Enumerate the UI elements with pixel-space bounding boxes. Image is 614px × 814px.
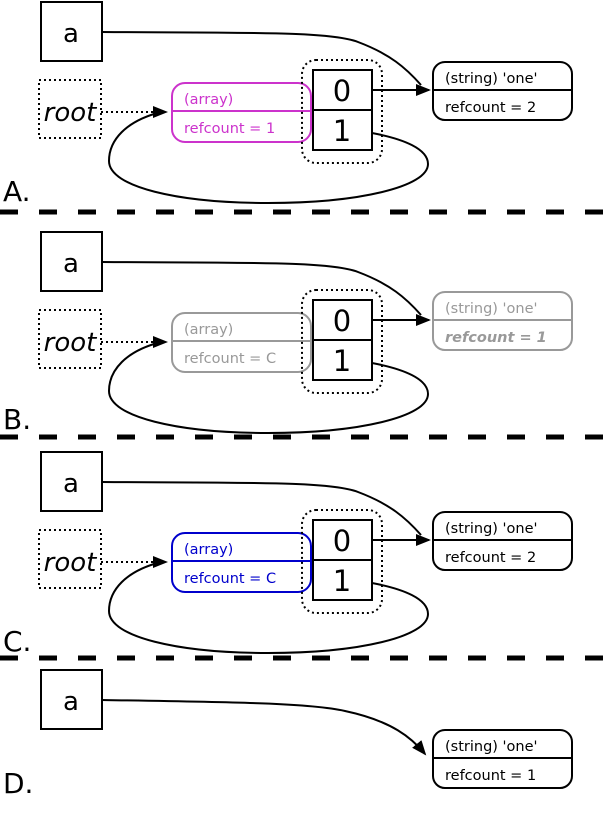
panel-c: a root (array) refcount = C 0 1 (string)… [3,451,573,658]
root-box [38,79,102,139]
slot-1-label: 1 [333,564,351,598]
panel-d: a (string) 'one' refcount = 1 D. [3,669,573,800]
slot-0-label: 0 [333,524,351,558]
array-title: (array) [184,92,233,108]
panel-a: a root (array) refcount = 1 0 1 (string)… [3,1,573,208]
array-box [171,312,312,373]
root-label: root [44,328,98,358]
variable-box [40,1,103,62]
string-refcount: refcount = 1 [445,768,536,784]
variable-box [40,231,103,292]
panel-label: D. [3,767,33,800]
slot-1-label: 1 [333,114,351,148]
variable-label: a [63,19,79,49]
root-box [38,529,102,589]
string-title: (string) 'one' [445,71,538,87]
array-title: (array) [184,322,233,338]
string-title: (string) 'one' [445,739,538,755]
slot-0-label: 0 [333,304,351,338]
panel-label: A. [3,175,31,208]
string-refcount: refcount = 1 [445,330,547,346]
array-refcount: refcount = 1 [184,121,275,137]
cycle-arrow [107,561,430,655]
array-box [171,82,312,143]
var-to-string-arrow [101,481,422,536]
array-box [171,532,312,593]
slot-0-label: 0 [333,74,351,108]
variable-box [40,669,103,730]
array-slots-outline [301,509,383,614]
variable-box [40,451,103,512]
string-refcount: refcount = 2 [445,100,536,116]
panel-b: a root (array) refcount = C 0 1 (string)… [3,231,573,436]
array-slots-outline [301,59,383,164]
panel-label: B. [3,403,31,436]
string-title: (string) 'one' [445,301,538,317]
array-refcount: refcount = C [184,571,276,587]
array-refcount: refcount = C [184,351,276,367]
array-title: (array) [184,542,233,558]
var-to-string-arrow [101,31,422,86]
root-label: root [44,548,98,578]
array-slots-outline [301,289,383,394]
var-to-string-arrow [101,261,422,316]
string-title: (string) 'one' [445,521,538,537]
root-label: root [44,98,98,128]
var-to-string-arrow [101,699,427,756]
panel-label: C. [3,625,31,658]
variable-label: a [63,249,79,279]
variable-label: a [63,469,79,499]
root-box [38,309,102,369]
cycle-arrow [107,341,430,435]
variable-label: a [63,687,79,717]
slot-1-label: 1 [333,344,351,378]
string-refcount: refcount = 2 [445,550,536,566]
cycle-arrow [107,111,430,205]
